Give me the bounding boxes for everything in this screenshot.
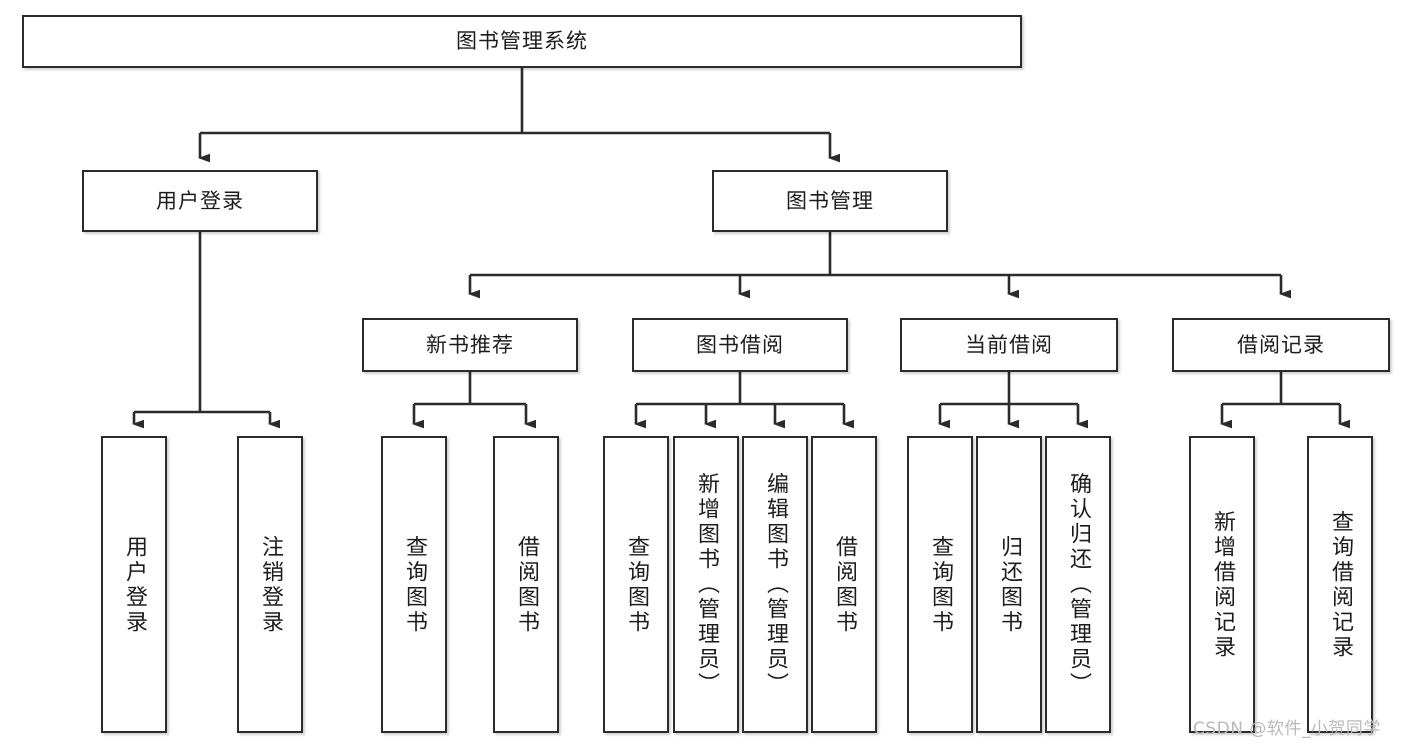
node-leaf-add-book[interactable]: 新增图书（管理员） [673,436,739,733]
node-label: 归还图书 [996,534,1022,635]
watermark: CSDN @软件_小贺同学 [1193,719,1381,739]
node-leaf-query-book-2[interactable]: 查询图书 [603,436,669,733]
node-label: 注销登录 [257,534,283,635]
node-book-borrow[interactable]: 图书借阅 [632,318,848,372]
node-label: 借阅记录 [1237,332,1325,357]
node-root-book-management-system[interactable]: 图书管理系统 [22,15,1022,68]
node-label: 编辑图书（管理员） [762,472,788,697]
node-book-management[interactable]: 图书管理 [712,170,948,232]
node-label: 查询借阅记录 [1327,509,1353,660]
node-label: 查询图书 [401,534,427,635]
node-new-book-recommendation[interactable]: 新书推荐 [362,318,578,372]
node-user-login[interactable]: 用户登录 [82,170,318,232]
node-label: 新增图书（管理员） [693,472,719,697]
node-borrow-record[interactable]: 借阅记录 [1172,318,1390,372]
node-label: 新增借阅记录 [1209,509,1235,660]
node-label: 用户登录 [121,534,147,635]
node-leaf-user-login[interactable]: 用户登录 [101,436,167,733]
node-label: 查询图书 [623,534,649,635]
node-label: 新书推荐 [426,332,514,357]
node-leaf-borrow-book-1[interactable]: 借阅图书 [493,436,559,733]
node-label: 图书管理 [786,188,874,213]
node-label: 图书借阅 [696,332,784,357]
node-leaf-query-book-1[interactable]: 查询图书 [381,436,447,733]
node-leaf-query-book-3[interactable]: 查询图书 [907,436,973,733]
node-label: 用户登录 [156,188,244,213]
node-label: 图书管理系统 [456,29,588,54]
node-leaf-add-borrow-record[interactable]: 新增借阅记录 [1189,436,1255,733]
node-label: 查询图书 [927,534,953,635]
node-leaf-borrow-book-2[interactable]: 借阅图书 [811,436,877,733]
node-leaf-query-borrow-record[interactable]: 查询借阅记录 [1307,436,1373,733]
node-leaf-logout[interactable]: 注销登录 [237,436,303,733]
node-current-borrow[interactable]: 当前借阅 [900,318,1118,372]
node-label: 借阅图书 [513,534,539,635]
node-leaf-return-book[interactable]: 归还图书 [976,436,1042,733]
node-label: 确认归还（管理员） [1065,472,1091,697]
node-leaf-confirm-return[interactable]: 确认归还（管理员） [1045,436,1111,733]
node-label: 当前借阅 [965,332,1053,357]
node-label: 借阅图书 [831,534,857,635]
node-leaf-edit-book[interactable]: 编辑图书（管理员） [742,436,808,733]
